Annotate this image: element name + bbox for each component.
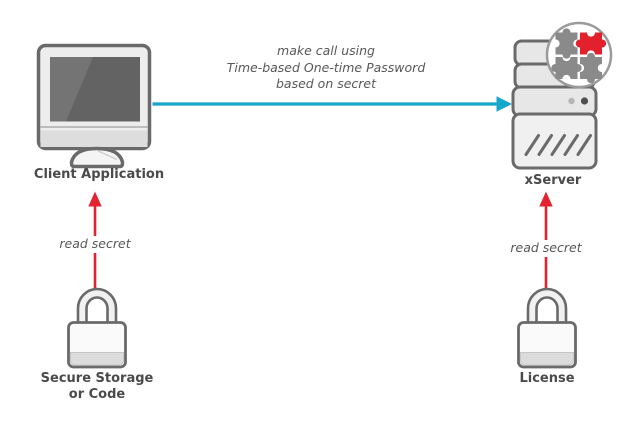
client-application-label: Client Application bbox=[33, 167, 165, 182]
xserver-label: xServer bbox=[524, 173, 582, 188]
read-secret-label-right: read secret bbox=[471, 240, 621, 257]
edge-label-call-line3: based on secret bbox=[275, 76, 377, 91]
edge-label-call-line2: Time-based One-time Password bbox=[226, 59, 426, 75]
padlock-icon bbox=[67, 287, 127, 369]
secure-storage-label: Secure Storage or Code bbox=[12, 371, 182, 403]
secure-storage-label-line1: Secure Storage bbox=[40, 371, 154, 386]
license-label: License bbox=[519, 371, 575, 386]
vent-slashes bbox=[524, 134, 592, 156]
puzzle-pieces-icon bbox=[545, 21, 613, 89]
desktop-monitor-icon bbox=[36, 43, 152, 169]
secure-storage-label-line2: or Code bbox=[68, 387, 126, 402]
call-arrow bbox=[152, 96, 512, 112]
padlock-icon bbox=[517, 287, 577, 369]
edge-label-call: make call using Time-based One-time Pass… bbox=[176, 43, 476, 93]
edge-label-call-line1: make call using bbox=[277, 43, 375, 58]
read-secret-label-left: read secret bbox=[20, 236, 170, 253]
